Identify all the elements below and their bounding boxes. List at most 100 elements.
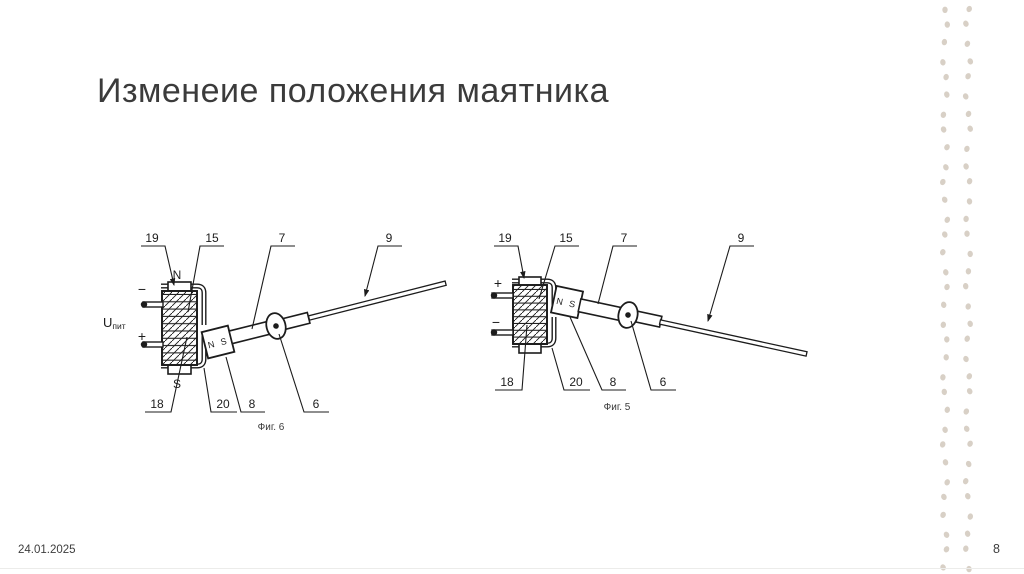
fig5-pendulum-rod	[577, 297, 808, 357]
fig6-coil	[161, 281, 198, 375]
decor-dot	[943, 531, 950, 538]
dotted-strip-decoration	[939, 5, 974, 573]
fig6-label-9: 9	[386, 231, 393, 245]
decor-dot	[962, 283, 969, 290]
decor-dot	[966, 178, 973, 185]
decor-dot	[940, 111, 947, 118]
fig6-label-8: 8	[249, 397, 256, 411]
fig6-label-18: 18	[150, 397, 164, 411]
fig6-rod-thin	[307, 280, 447, 321]
fig6-label-7: 7	[279, 231, 286, 245]
fig6-terminals	[140, 301, 164, 348]
fig5-caption: Фиг. 5	[604, 402, 631, 413]
fig6-minus-sign: −	[138, 281, 146, 297]
decor-dot	[965, 303, 971, 310]
decor-dot	[944, 406, 951, 413]
decor-dot	[942, 6, 948, 13]
decor-dot	[940, 301, 947, 308]
fig5-coil-bottom-flange	[518, 343, 542, 354]
decor-dot	[963, 163, 969, 170]
decor-dot	[943, 73, 949, 81]
fig5-label-8: 8	[610, 375, 617, 389]
decor-dot	[967, 513, 974, 520]
decor-dot	[944, 91, 950, 98]
decor-dot	[965, 110, 972, 118]
decor-dot	[940, 126, 947, 133]
decor-dot	[966, 565, 972, 573]
svg-text:N S: N S	[207, 336, 230, 351]
decor-dot	[939, 441, 946, 448]
decor-dot	[963, 215, 969, 223]
decor-dot	[965, 460, 972, 468]
decor-dot	[965, 493, 971, 500]
decor-dot	[941, 38, 948, 46]
decor-dot	[967, 320, 973, 327]
fig5-bead	[617, 301, 639, 329]
decor-dot	[964, 40, 971, 47]
fig6-plus-sign: +	[138, 328, 146, 344]
fig6-caption: Фиг. 6	[258, 422, 285, 433]
decor-dot	[943, 164, 949, 171]
decor-dot	[944, 216, 951, 223]
fig6-core-bracket	[161, 283, 207, 369]
fig5-label-20: 20	[569, 375, 583, 389]
page-number: 8	[993, 542, 1000, 556]
decor-dot	[940, 374, 946, 381]
fig5-plus-sign: +	[494, 275, 502, 291]
decor-dot	[943, 354, 949, 361]
decor-dot	[967, 440, 973, 447]
decor-dot	[941, 388, 948, 396]
decor-dot	[963, 355, 969, 363]
decor-dot	[942, 231, 948, 238]
fig6-pole-n: N	[173, 268, 182, 282]
fig5-core-bracket	[512, 278, 557, 348]
decor-dot	[942, 426, 948, 433]
figure-6-diagram: − + Uпит N S N S 19 15 7 9 18 20 8 6 Фиг…	[103, 231, 447, 433]
fig6-magnet-block: N S	[200, 324, 236, 360]
fig5-coil	[512, 276, 548, 354]
decor-dot	[963, 20, 969, 27]
fig6-label-19: 19	[145, 231, 159, 245]
decor-dot	[944, 283, 950, 291]
fig5-terminals	[490, 292, 514, 336]
decor-dot	[963, 425, 970, 432]
decor-dot	[964, 335, 970, 342]
fig5-magnet-block: N S	[549, 284, 585, 320]
decor-dot	[944, 144, 950, 151]
fig6-bead	[265, 312, 287, 340]
decor-dot	[966, 373, 973, 380]
decor-dot	[964, 230, 970, 237]
decor-dot	[943, 546, 950, 553]
decor-dot	[941, 196, 948, 203]
decor-dot	[940, 321, 947, 328]
fig5-label-15: 15	[559, 231, 573, 245]
fig5-label-19: 19	[498, 231, 512, 245]
decor-dot	[964, 145, 970, 153]
decor-dot	[964, 530, 971, 537]
fig5-label-7: 7	[621, 231, 628, 245]
decor-dot	[967, 125, 973, 132]
fig5-minus-sign: −	[492, 314, 500, 330]
decor-dot	[944, 479, 950, 486]
decor-dot	[966, 5, 972, 13]
decor-dot	[962, 478, 969, 485]
slide-title: Изменеие положения маятника	[97, 72, 610, 110]
decor-dot	[940, 511, 946, 519]
fig5-leader-lines	[494, 245, 754, 391]
decor-dot	[966, 198, 973, 205]
figure-5-diagram: + − N S 19 15 7 9 18 20 8 6 Фиг. 5	[490, 231, 808, 413]
fig6-coil-top-flange	[167, 281, 192, 292]
slide-date: 24.01.2025	[18, 544, 76, 556]
bottom-divider	[0, 568, 1024, 569]
fig6-leader-lines	[141, 245, 402, 413]
decor-dot	[940, 59, 946, 66]
fig5-label-18: 18	[500, 375, 514, 389]
decor-dot	[942, 459, 949, 466]
fig6-label-6: 6	[313, 397, 320, 411]
decor-dot	[963, 408, 970, 415]
decor-dot	[965, 268, 972, 275]
decor-dot	[943, 269, 949, 276]
svg-text:N S: N S	[555, 296, 578, 310]
decor-dot	[967, 58, 974, 65]
fig5-label-9: 9	[738, 231, 745, 245]
